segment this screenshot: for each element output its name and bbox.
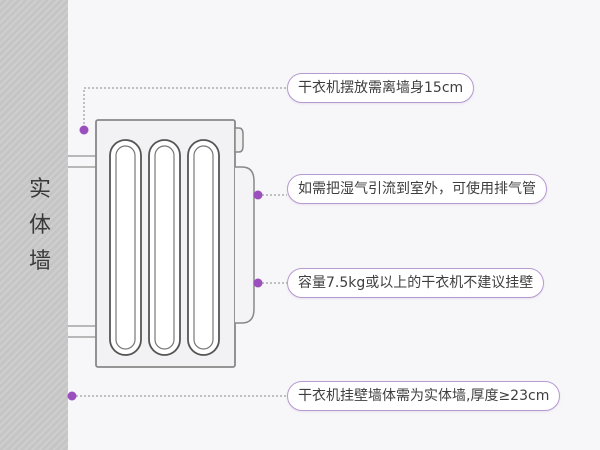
dryer-panel-1: [109, 139, 142, 356]
top-bracket: [68, 155, 96, 168]
leader-lines: [72, 87, 287, 397]
dryer-door: [235, 166, 255, 324]
marker-dot-1: [79, 125, 89, 135]
dryer-side-view: [95, 119, 255, 368]
marker-dot-3: [253, 278, 263, 288]
callout-wall-thickness: 干衣机挂壁墙体需为实体墙,厚度≥23cm: [287, 381, 561, 411]
wall-label: 实体墙: [28, 177, 51, 274]
marker-dots: [67, 125, 263, 401]
callout-wall-distance: 干衣机摆放需离墙身15cm: [287, 73, 475, 103]
dryer-panel-1-inner: [115, 145, 136, 350]
leader-line-1: [83, 87, 287, 128]
marker-dot-4: [67, 391, 77, 401]
callout-exhaust-pipe: 如需把湿气引流到室外，可使用排气管: [287, 174, 547, 204]
dryer-panel-3-inner: [193, 145, 214, 350]
dryer-panel-2-inner: [154, 145, 175, 350]
dryer-panel-2: [148, 139, 181, 356]
dryer-panel-3: [187, 139, 220, 356]
dryer-knob: [234, 127, 244, 153]
callout-capacity-limit: 容量7.5kg或以上的干衣机不建议挂壁: [287, 268, 545, 298]
marker-dot-2: [253, 190, 263, 200]
mounting-brackets: [68, 155, 96, 338]
bottom-bracket: [68, 325, 96, 338]
solid-wall: [0, 0, 68, 450]
